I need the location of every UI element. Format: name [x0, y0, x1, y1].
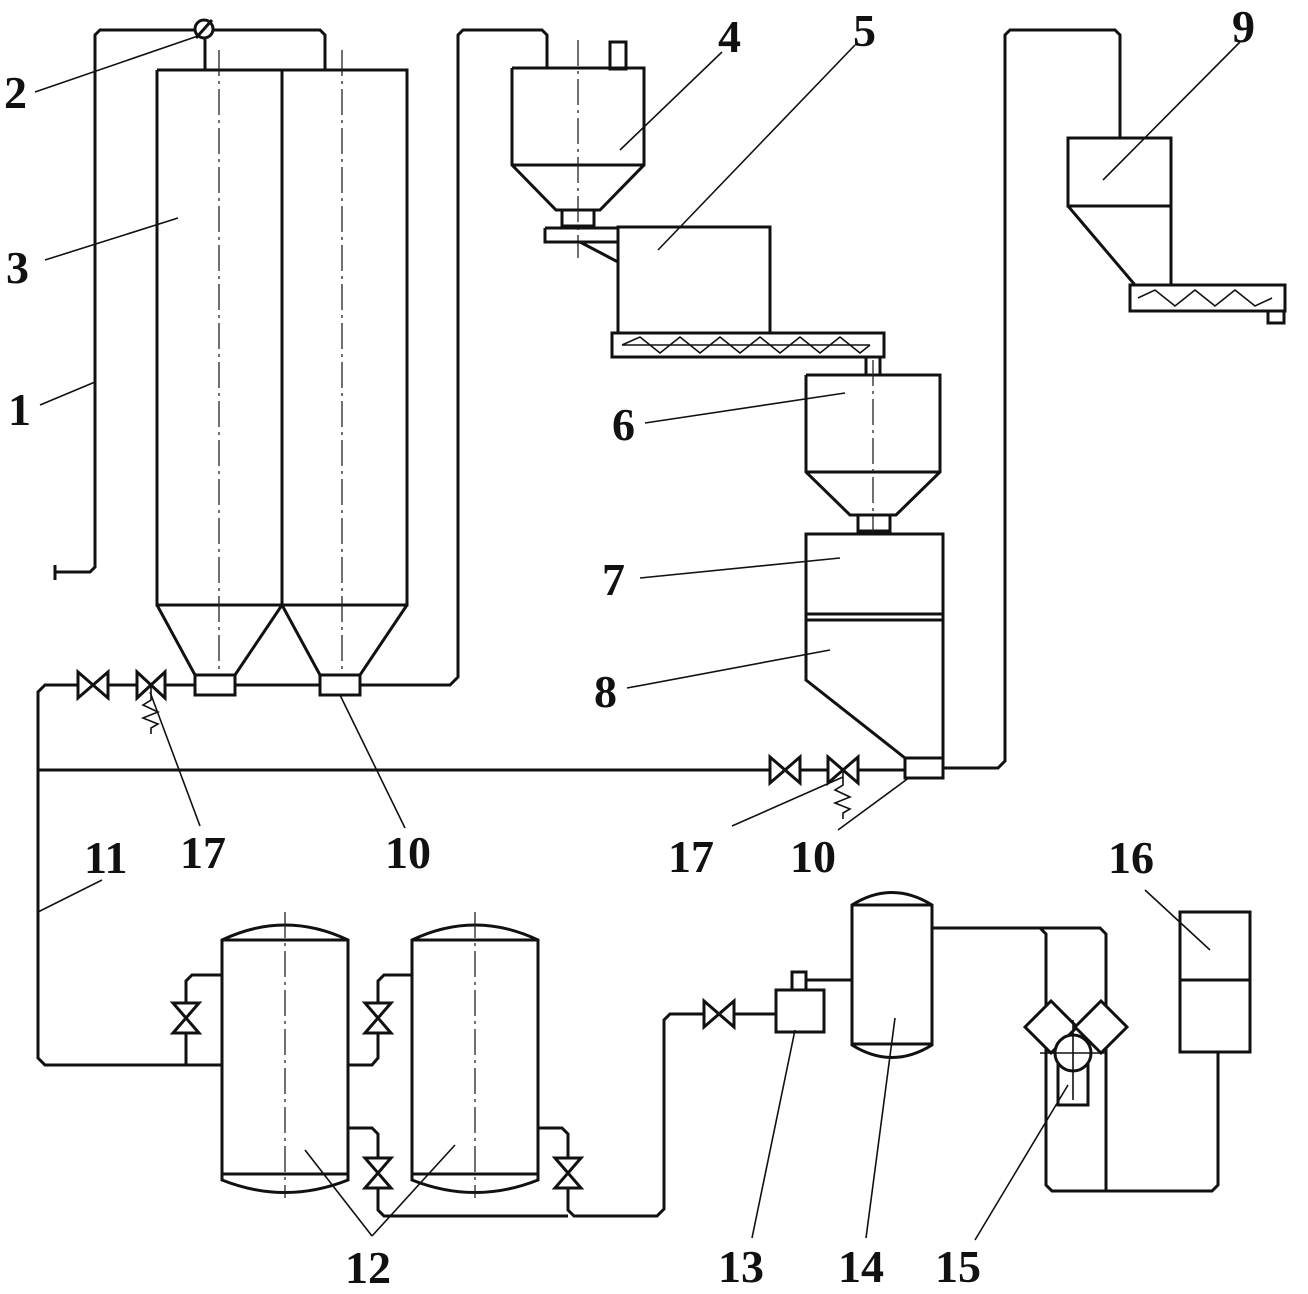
label-10-right: 10 [790, 831, 836, 882]
label-1: 1 [8, 384, 31, 435]
chute-4-5 [543, 226, 620, 264]
device-15 [1022, 998, 1130, 1107]
label-6: 6 [612, 399, 635, 450]
gate-valve [76, 668, 802, 787]
label-5: 5 [853, 5, 876, 56]
label-17-right: 17 [668, 831, 714, 882]
pipe-1 [53, 28, 327, 580]
tank-piping [184, 973, 776, 1218]
screw-conveyor-9 [1128, 283, 1287, 325]
label-13: 13 [718, 1241, 764, 1292]
mixer-5 [616, 225, 772, 335]
hopper-4 [510, 40, 646, 258]
hopper-9 [1066, 136, 1173, 287]
unit-8 [804, 614, 945, 780]
leader-lines [34, 35, 1241, 1241]
pipe-silo-to-hopper [235, 28, 549, 687]
label-14: 14 [838, 1241, 884, 1292]
label-12: 12 [345, 1242, 391, 1293]
valve-2 [193, 18, 215, 40]
silo-3 [155, 50, 409, 690]
label-10-left: 10 [385, 827, 431, 878]
pipe-8-to-9 [943, 28, 1122, 770]
unit-7 [804, 532, 945, 616]
unit-16 [1178, 910, 1252, 1054]
screw-conveyor-5 [610, 331, 886, 377]
pipe-14-16 [932, 926, 1220, 1193]
label-11: 11 [84, 832, 127, 883]
label-17-left: 17 [180, 827, 226, 878]
vessel-14 [850, 891, 934, 1059]
label-16: 16 [1108, 832, 1154, 883]
tank-12-left [220, 912, 350, 1198]
label-9: 9 [1232, 1, 1255, 52]
tank-valve [169, 997, 736, 1190]
label-15: 15 [935, 1241, 981, 1292]
device-13 [774, 970, 852, 1034]
label-7: 7 [602, 554, 625, 605]
relief-valve-17 [135, 668, 860, 819]
pipe-11 [36, 683, 905, 1067]
labels: 2 3 1 4 5 9 6 7 8 17 10 17 10 11 16 12 1… [4, 1, 1255, 1293]
label-8: 8 [594, 666, 617, 717]
label-2: 2 [4, 67, 27, 118]
hopper-6 [804, 360, 942, 540]
tank-12-right [410, 912, 540, 1198]
label-3: 3 [6, 242, 29, 293]
label-4: 4 [718, 11, 741, 62]
